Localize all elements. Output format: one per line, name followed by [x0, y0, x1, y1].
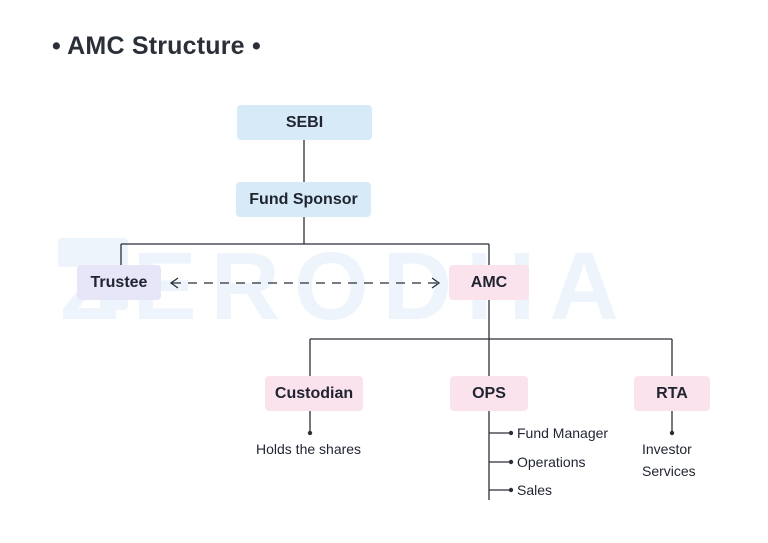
custodian-note: Holds the shares [256, 441, 362, 457]
node-fund-sponsor: Fund Sponsor [236, 182, 371, 217]
title-bullet-right: • [251, 32, 261, 60]
node-ops: OPS [450, 376, 528, 411]
ops-item-operations: Operations [517, 454, 586, 470]
ops-item-dot-3 [508, 487, 514, 493]
node-trustee: Trustee [77, 265, 161, 300]
ops-item-dot-1 [508, 430, 514, 436]
ops-item-sales: Sales [517, 482, 553, 498]
page-title: • AMC Structure • [52, 32, 261, 61]
arrowhead-right [431, 277, 441, 289]
ops-item-dot-2 [508, 459, 514, 465]
node-custodian: Custodian [265, 376, 363, 411]
ops-item-fund-manager: Fund Manager [517, 425, 609, 441]
arrowhead-left [169, 277, 179, 289]
rta-note-line2: Services [642, 463, 696, 479]
rta-note-line1: Investor [642, 441, 692, 457]
node-rta: RTA [634, 376, 710, 411]
node-sebi: SEBI [237, 105, 372, 140]
node-amc: AMC [449, 265, 529, 300]
title-bullet-left: • [52, 32, 61, 60]
rta-note-dot [669, 430, 675, 436]
custodian-note-dot [307, 430, 313, 436]
title-text: AMC Structure [67, 32, 245, 60]
